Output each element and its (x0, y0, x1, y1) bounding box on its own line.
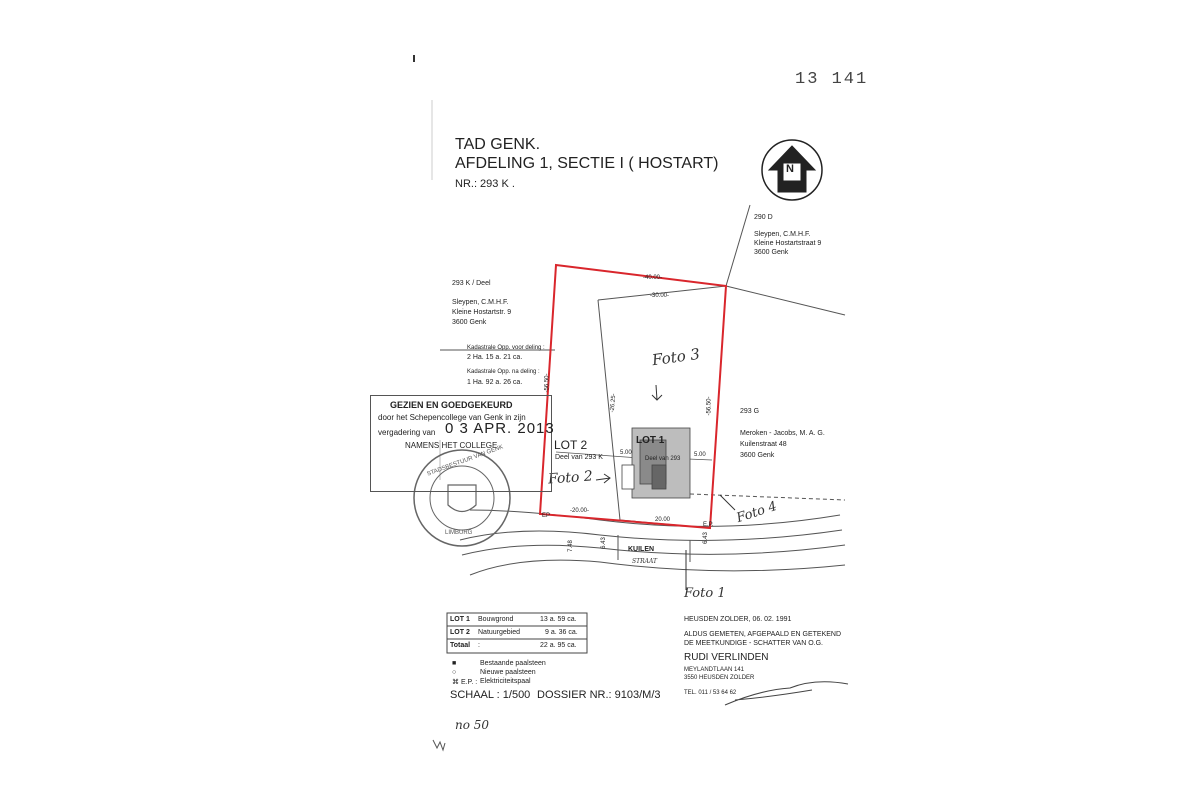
handwritten-number: no 50 (455, 718, 490, 732)
lot2-label: LOT 2 (554, 438, 588, 452)
parcel-290d-city: 3600 Genk (754, 249, 789, 256)
parcel-293k-street: Kleine Hostartstr. 9 (452, 309, 512, 316)
stamp-line-3-prefix: vergadering van (378, 428, 436, 437)
legend-label-1: Bestaande paalsteen (480, 660, 546, 667)
dim-bottom-right: 20.00 (655, 517, 671, 523)
signature (724, 681, 849, 706)
parcel-293k-owner: Sleypen, C.M.H.F. (452, 299, 509, 306)
surveyor-tel: TEL. 011 / 53 64 62 (684, 690, 737, 696)
north-label: N (786, 163, 794, 175)
dim-road-c: 7.48 (567, 540, 574, 552)
dim-road-b: 6.43 (702, 532, 709, 544)
stamp-line-1: GEZIEN EN GOEDGEKEURD (390, 400, 513, 410)
scale-label: SCHAAL : 1/500 (450, 689, 531, 701)
surveyor-name: RUDI VERLINDEN (684, 652, 769, 663)
dim-right: -56.50- (706, 396, 713, 416)
parcel-293k-city: 3600 Genk (452, 319, 487, 326)
lot2-sub: Deel van 293 K (555, 454, 603, 461)
stamp-date: 0 3 APR. 2013 (445, 420, 555, 437)
title-line-3: NR.: 293 K . (455, 178, 515, 190)
parcel-293g-street: Kuilenstraat 48 (740, 441, 787, 448)
surveyor-street: MEYLANDTLAAN 141 (684, 667, 745, 673)
table-row-1-use: Bouwgrond (478, 616, 514, 623)
foto2-note: Foto 2 (547, 468, 594, 488)
ep-label-2: E.P. (703, 522, 714, 528)
table-row-2-use: Natuurgebied (478, 629, 521, 636)
stamp-line-2: door het Schepencollege van Genk in zijn (378, 413, 526, 422)
dim-setback-left: 5.00 (620, 450, 632, 456)
foto1-note: Foto 1 (684, 586, 726, 601)
dim-bottom-left: -20.00- (570, 508, 590, 514)
title-line-2: AFDELING 1, SECTIE I ( HOSTART) (455, 155, 719, 172)
parcel-293g-city: 3600 Genk (740, 452, 775, 459)
parcel-293g-owner: Meroken - Jacobs, M. A. G. (740, 430, 825, 437)
surveyor-place-date: HEUSDEN ZOLDER, 06. 02. 1991 (684, 616, 792, 623)
lot1-label: LOT 1 (636, 435, 665, 446)
area-before-label: Kadastrale Opp. voor deling : (467, 345, 545, 351)
street-name: KUILEN (628, 546, 655, 553)
table-row-2-area: 9 a. 36 ca. (545, 629, 578, 636)
legend-label-2: Nieuwe paalsteen (480, 669, 536, 676)
lot-table-frame (446, 612, 588, 654)
area-after-label: Kadastrale Opp. na deling : (467, 369, 540, 375)
dim-left: -56.50- (544, 373, 551, 393)
dim-top-outer: -40.00- (643, 275, 663, 281)
dim-top-inner: -30.00- (650, 293, 670, 299)
area-before: 2 Ha. 15 a. 21 ca. (467, 354, 523, 361)
table-row-3-lot: Totaal (450, 642, 471, 649)
table-row-2-lot: LOT 2 (450, 629, 470, 636)
title-line-1: TAD GENK. (455, 136, 541, 153)
legend-symbol-3: ⌘ E.P. : (452, 679, 478, 686)
ep-label-1: EP (542, 513, 551, 519)
table-row-3-use: : (478, 642, 480, 649)
surveyor-city: 3550 HEUSDEN ZOLDER (684, 675, 755, 681)
dossier-label: DOSSIER NR.: 9103/M/3 (537, 689, 661, 701)
area-after: 1 Ha. 92 a. 26 ca. (467, 379, 523, 386)
surveyor-line-1: ALDUS GEMETEN, AFGEPAALD EN GETEKEND (684, 631, 842, 638)
lot1-sub: Deel van 293 (645, 456, 681, 462)
ref-number: 13 141 (795, 70, 869, 89)
north-arrow-icon (761, 139, 823, 201)
parcel-290d-id: 290 D (754, 214, 773, 221)
table-row-3-area: 22 a. 95 ca. (540, 642, 577, 649)
parcel-293k-id: 293 K / Deel (452, 280, 491, 287)
road-lines (459, 509, 846, 576)
lot-outline (538, 263, 728, 530)
stamp-line-4: NAMENS HET COLLEGE (405, 441, 498, 450)
dim-road-a: 6.43 (600, 537, 607, 549)
dim-setback-right: 5.00 (694, 452, 706, 458)
street-sub: STRAAT (632, 558, 657, 565)
parcel-293g-id: 293 G (740, 408, 760, 415)
table-row-1-area: 13 a. 59 ca. (540, 616, 577, 623)
approval-stamp (370, 395, 552, 492)
city-seal (413, 449, 511, 547)
parcel-290d-owner: Sleypen, C.M.H.F. (754, 231, 811, 238)
surveyor-line-2: DE MEETKUNDIGE - SCHATTER VAN O.G. (684, 640, 823, 647)
legend-label-3: Elektriciteitspaal (480, 678, 531, 685)
parcel-290d-street: Kleine Hostartstraat 9 (754, 240, 822, 247)
building (621, 427, 691, 499)
seal-bottom-text: LIMBURG (445, 530, 473, 536)
table-row-1-lot: LOT 1 (450, 616, 470, 623)
legend-symbol-2: ○ (452, 669, 457, 676)
legend-symbol-1: ■ (452, 660, 457, 667)
